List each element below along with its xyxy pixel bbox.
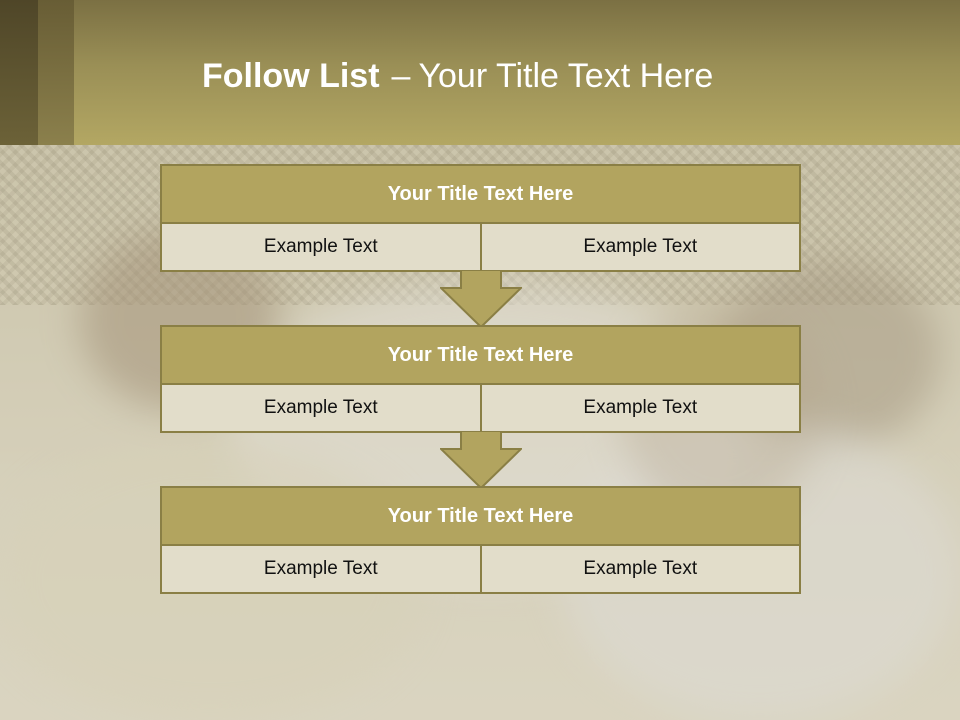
step-box: Your Title Text Here Example Text Exampl… [160,486,801,594]
step-cell-left: Example Text [162,546,480,592]
step-cell-right: Example Text [479,224,799,270]
down-arrow-icon [440,270,522,328]
header-band: Follow List–Your Title Text Here [0,0,960,145]
step-row: Example Text Example Text [162,224,799,270]
step-row: Example Text Example Text [162,546,799,592]
step-cell-left: Example Text [162,385,480,431]
slide-title-rest: Your Title Text Here [418,57,714,95]
slide-title: Follow List–Your Title Text Here [202,56,713,96]
step-cell-right: Example Text [479,385,799,431]
slide-title-bold: Follow List [202,57,380,95]
step-box: Your Title Text Here Example Text Exampl… [160,164,801,272]
step-cell-right: Example Text [479,546,799,592]
step-title: Your Title Text Here [162,166,799,224]
step-row: Example Text Example Text [162,385,799,431]
slide-title-dash: – [391,57,411,95]
header-accent-stripe [0,0,38,145]
step-title: Your Title Text Here [162,488,799,546]
down-arrow-icon [440,431,522,489]
header-accent-stripe [38,0,74,145]
step-title: Your Title Text Here [162,327,799,385]
step-box: Your Title Text Here Example Text Exampl… [160,325,801,433]
step-cell-left: Example Text [162,224,480,270]
